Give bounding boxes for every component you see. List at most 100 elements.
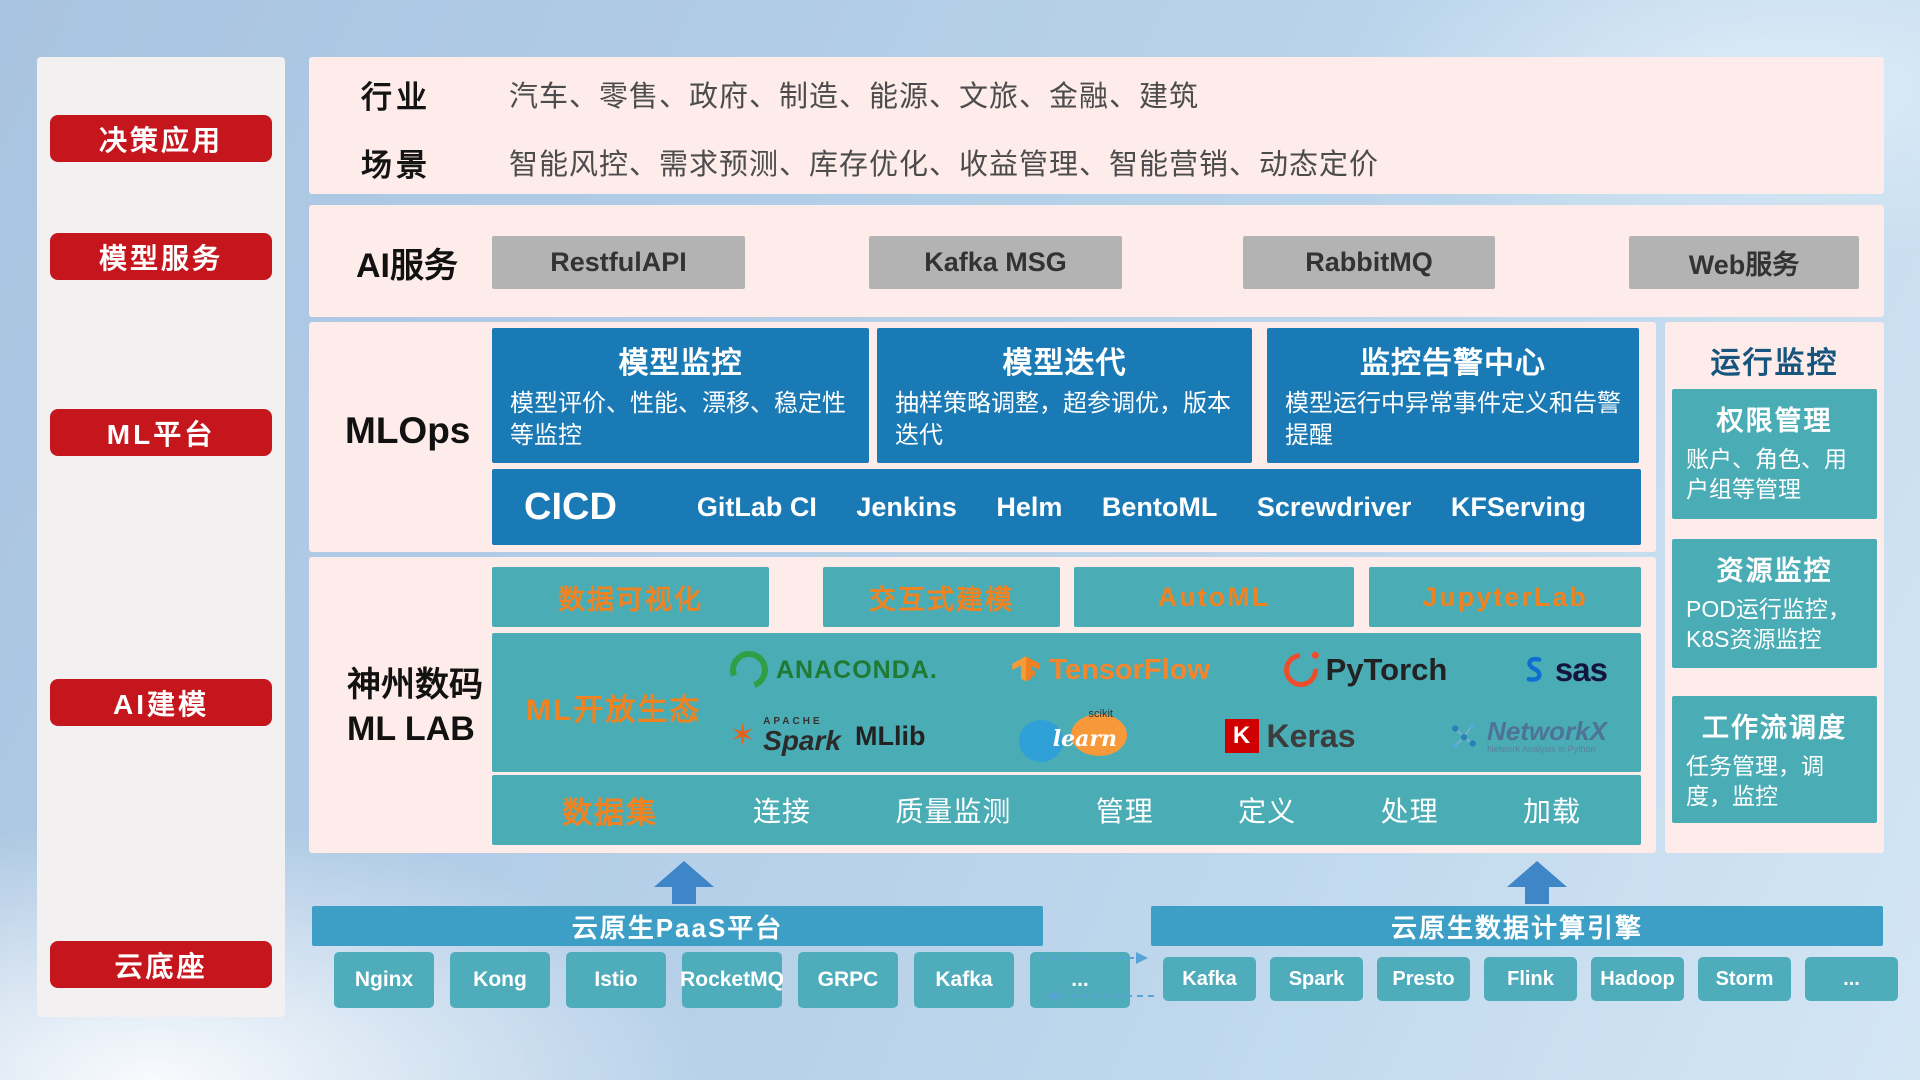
data-engine-header: 云原生数据计算引擎 xyxy=(1151,906,1883,946)
dataset-item-process: 处理 xyxy=(1380,796,1439,827)
sidebar-item-decision-apps[interactable]: 决策应用 xyxy=(50,115,272,162)
cicd-item-gitlab-ci: GitLab CI xyxy=(696,491,817,522)
card-title: 工作流调度 xyxy=(1702,713,1847,743)
kafka-engine-chip[interactable]: Kafka xyxy=(1163,957,1256,1001)
networkx-icon xyxy=(1452,723,1476,749)
rocketmq-chip[interactable]: RocketMQ xyxy=(680,952,784,1008)
rabbitmq-button[interactable]: RabbitMQ xyxy=(1243,236,1495,289)
kafka-chip[interactable]: Kafka xyxy=(914,952,1014,1008)
networkx-subtitle: Network Analysis in Python xyxy=(1487,743,1596,754)
card-desc: POD运行监控，K8S资源监控 xyxy=(1686,596,1851,653)
cicd-item-helm: Helm xyxy=(996,491,1063,522)
pytorch-logo: PyTorch xyxy=(1276,646,1448,694)
dataset-item-define: 定义 xyxy=(1238,796,1297,827)
istio-chip[interactable]: Istio xyxy=(566,952,666,1008)
ai-service-label: AI服务 xyxy=(356,247,458,285)
spark-mllib-logo: ✶ APACHE Spark MLlib xyxy=(730,717,925,755)
mllib-label: MLlib xyxy=(854,720,926,751)
spark-star-icon: ✶ xyxy=(730,719,756,752)
networkx-logo: NetworkX Network Analysis in Python xyxy=(1449,715,1607,755)
nginx-chip[interactable]: Nginx xyxy=(334,952,434,1008)
industry-row: 行业 汽车、零售、政府、制造、能源、文旅、金融、建筑 xyxy=(309,63,1884,125)
networkx-label: NetworkX xyxy=(1487,715,1607,746)
cicd-items: GitLab CI Jenkins Helm BentoML Screwdriv… xyxy=(697,492,1586,523)
interactive-modeling-button[interactable]: 交互式建模 xyxy=(823,567,1060,627)
workflow-scheduling-card: 工作流调度 任务管理，调度，监控 xyxy=(1672,696,1877,823)
sidebar-item-ai-modeling[interactable]: AI建模 xyxy=(50,679,272,726)
sidebar-item-ml-platform[interactable]: ML平台 xyxy=(50,409,272,456)
flink-engine-chip[interactable]: Flink xyxy=(1484,957,1577,1001)
keras-icon: K xyxy=(1224,719,1259,753)
sas-label: sas xyxy=(1554,651,1608,688)
scenario-values: 智能风控、需求预测、库存优化、收益管理、智能营销、动态定价 xyxy=(509,149,1380,181)
data-visualization-button[interactable]: 数据可视化 xyxy=(492,567,769,627)
keras-logo: K Keras xyxy=(1224,717,1356,755)
card-title: 资源监控 xyxy=(1716,556,1833,586)
sidebar-item-cloud-base[interactable]: 云底座 xyxy=(50,941,272,988)
scikit-top-label: scikit xyxy=(1088,708,1113,720)
dataset-item-quality: 质量监测 xyxy=(895,796,1012,827)
ml-lab-label-line2: ML LAB xyxy=(347,710,475,749)
model-monitoring-card: 模型监控 模型评价、性能、漂移、稳定性等监控 xyxy=(492,328,869,463)
pytorch-label: PyTorch xyxy=(1325,652,1448,687)
card-title: 权限管理 xyxy=(1716,406,1833,436)
ecosystem-logos-row1: ANACONDA. TensorFlow PyTorch xyxy=(723,639,1608,701)
runtime-monitoring-title: 运行监控 xyxy=(1710,347,1839,380)
engine-chip-row: Kafka Spark Presto Flink Hadoop Storm ..… xyxy=(1163,957,1912,1001)
permission-management-card: 权限管理 账户、角色、用户组等管理 xyxy=(1672,389,1877,519)
scikit-learn-label: learn xyxy=(1052,726,1117,752)
tensorflow-label: TensorFlow xyxy=(1049,653,1210,686)
storm-engine-chip[interactable]: Storm xyxy=(1698,957,1791,1001)
ml-open-ecosystem-label: ML开放生态 xyxy=(526,694,702,727)
anaconda-label: ANACONDA. xyxy=(776,655,938,684)
cicd-bar: CICD GitLab CI Jenkins Helm BentoML Scre… xyxy=(492,469,1641,545)
industry-label: 行业 xyxy=(361,79,431,115)
more-chip[interactable]: ... xyxy=(1030,952,1130,1008)
spark-engine-chip[interactable]: Spark xyxy=(1270,957,1363,1001)
ml-open-ecosystem: ML开放生态 ANACONDA. TensorFlow PyTorch xyxy=(492,633,1641,772)
up-arrow-right xyxy=(1507,861,1567,904)
automl-button[interactable]: AutoML xyxy=(1074,567,1354,627)
industry-values: 汽车、零售、政府、制造、能源、文旅、金融、建筑 xyxy=(509,81,1200,113)
card-title: 模型迭代 xyxy=(1002,347,1127,380)
grpc-chip[interactable]: GRPC xyxy=(798,952,898,1008)
ml-lab-label: 神州数码 ML LAB xyxy=(347,663,483,751)
cicd-label: CICD xyxy=(524,485,617,528)
card-desc: 账户、角色、用户组等管理 xyxy=(1686,446,1847,503)
ai-service-panel: AI服务 RestfulAPI Kafka MSG RabbitMQ Web服务 xyxy=(309,205,1884,317)
pytorch-icon xyxy=(1276,646,1325,694)
paas-chip-row: Nginx Kong Istio RocketMQ GRPC Kafka ... xyxy=(334,952,1146,1008)
spark-label: Spark xyxy=(763,725,841,756)
anaconda-icon xyxy=(723,644,775,696)
hadoop-engine-chip[interactable]: Hadoop xyxy=(1591,957,1684,1001)
cicd-item-jenkins: Jenkins xyxy=(856,491,957,522)
card-desc: 抽样策略调整，超参调优，版本迭代 xyxy=(895,390,1231,450)
cicd-item-bentoml: BentoML xyxy=(1101,491,1218,522)
dataset-item-connect: 连接 xyxy=(753,796,812,827)
scenario-row: 场景 智能风控、需求预测、库存优化、收益管理、智能营销、动态定价 xyxy=(309,131,1884,193)
anaconda-logo: ANACONDA. xyxy=(723,644,938,696)
networkx-wordmark: NetworkX Network Analysis in Python xyxy=(1487,715,1607,755)
dataset-label: 数据集 xyxy=(562,797,658,830)
web-service-button[interactable]: Web服务 xyxy=(1629,236,1859,289)
paas-platform-header: 云原生PaaS平台 xyxy=(312,906,1043,946)
ml-lab-label-line1: 神州数码 xyxy=(347,666,483,704)
card-desc: 模型运行中异常事件定义和告警提醒 xyxy=(1285,390,1621,450)
sidebar-item-model-service[interactable]: 模型服务 xyxy=(50,233,272,280)
sas-icon xyxy=(1526,656,1542,682)
kong-chip[interactable]: Kong xyxy=(450,952,550,1008)
restfulapi-button[interactable]: RestfulAPI xyxy=(492,236,745,289)
kafka-msg-button[interactable]: Kafka MSG xyxy=(869,236,1122,289)
keras-label: Keras xyxy=(1266,717,1356,754)
up-arrow-left xyxy=(654,861,714,904)
presto-engine-chip[interactable]: Presto xyxy=(1377,957,1470,1001)
scikit-blue-blob xyxy=(1019,720,1063,762)
jupyterlab-button[interactable]: JupyterLab xyxy=(1369,567,1641,627)
runtime-monitoring-panel: 运行监控 权限管理 账户、角色、用户组等管理 资源监控 POD运行监控，K8S资… xyxy=(1665,322,1884,853)
scikit-learn-logo: scikit learn xyxy=(1019,708,1131,764)
dataset-item-manage: 管理 xyxy=(1095,796,1154,827)
more-engine-chip[interactable]: ... xyxy=(1805,957,1898,1001)
ecosystem-logos-row2: ✶ APACHE Spark MLlib scikit learn K Kera… xyxy=(730,705,1607,767)
industry-panel: 行业 汽车、零售、政府、制造、能源、文旅、金融、建筑 场景 智能风控、需求预测、… xyxy=(309,57,1884,194)
